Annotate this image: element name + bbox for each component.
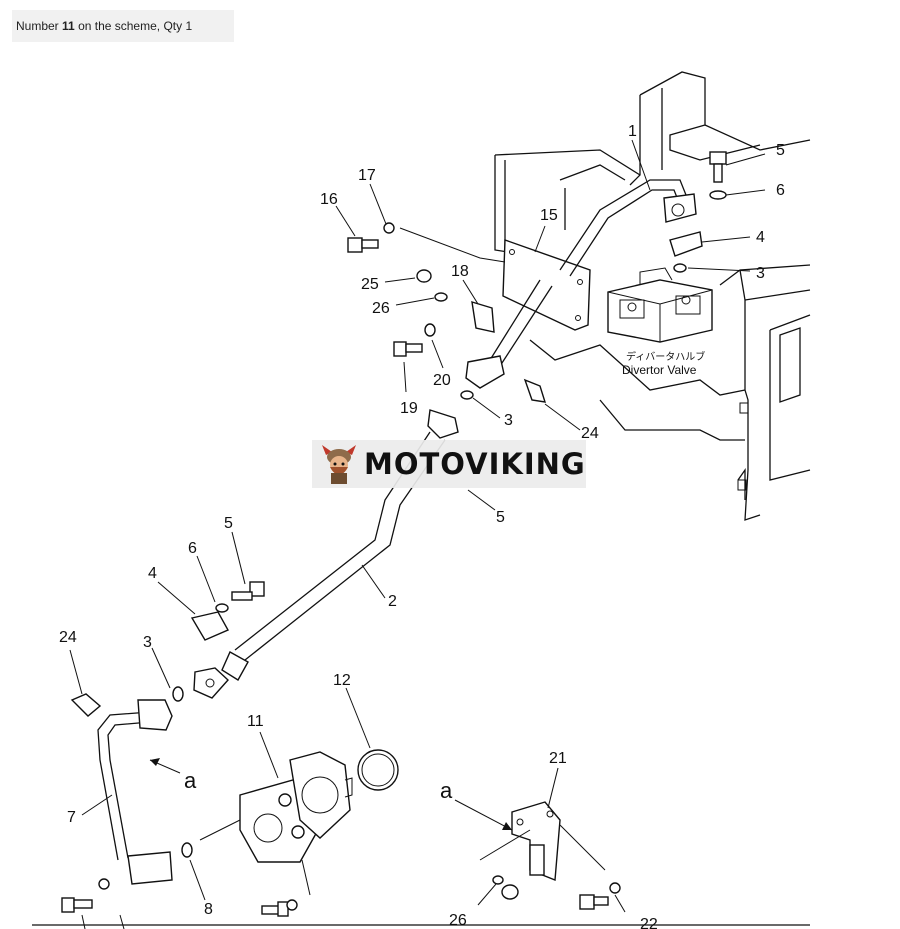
callout-15: 15 bbox=[540, 207, 558, 224]
washer-bottom-left bbox=[98, 878, 110, 890]
caption-suffix: on the scheme, Qty 1 bbox=[78, 19, 193, 33]
callout-1: 1 bbox=[628, 123, 637, 140]
callout-21: 21 bbox=[549, 750, 567, 767]
callout-22: 22 bbox=[640, 916, 658, 929]
bracket-18 bbox=[471, 301, 495, 333]
callout-24-left: 24 bbox=[59, 629, 77, 646]
callout-2: 2 bbox=[388, 593, 397, 610]
bolt-bottom-right bbox=[579, 894, 609, 910]
callout-5-left: 5 bbox=[224, 515, 233, 532]
o-ring-12 bbox=[357, 749, 399, 791]
bolt-19 bbox=[393, 341, 423, 357]
pipe-middle bbox=[465, 279, 553, 389]
caption-prefix: Number bbox=[16, 19, 59, 33]
callout-12: 12 bbox=[333, 672, 351, 689]
frame-outline bbox=[494, 71, 811, 521]
o-ring-8 bbox=[181, 842, 193, 858]
callout-a-left: a bbox=[184, 768, 197, 793]
viking-mascot-icon bbox=[322, 445, 356, 484]
divertor-label-jp: ディバータハルブ bbox=[626, 350, 705, 363]
divertor-label-en: Divertor Valve bbox=[622, 363, 697, 377]
washer-26 bbox=[434, 292, 448, 302]
washer-26-bottom bbox=[492, 875, 504, 885]
bracket-21 bbox=[511, 801, 561, 882]
o-ring-3-mid bbox=[460, 390, 474, 400]
bolt-bottom-mid bbox=[261, 901, 289, 917]
leader-lines bbox=[69, 139, 766, 929]
nut-25 bbox=[416, 269, 432, 283]
divertor-valve bbox=[607, 267, 713, 343]
watermark: MOTOVIKING bbox=[312, 440, 586, 488]
washer-6-left bbox=[215, 603, 229, 613]
pipe-1 bbox=[559, 179, 697, 277]
washer-bottom-mid bbox=[286, 899, 298, 911]
caption-number: 11 bbox=[62, 19, 75, 33]
callout-25: 25 bbox=[361, 276, 379, 293]
arrowhead-a-left bbox=[150, 758, 160, 766]
callout-4-left: 4 bbox=[148, 565, 157, 582]
clamp-4-top bbox=[669, 231, 703, 257]
callout-3-mid: 3 bbox=[504, 412, 513, 429]
nut-bottom bbox=[501, 884, 519, 900]
callout-3-left: 3 bbox=[143, 634, 152, 651]
callout-7: 7 bbox=[67, 809, 76, 826]
callout-26-top: 26 bbox=[372, 300, 390, 317]
callout-4-top: 4 bbox=[756, 229, 765, 246]
washer-17 bbox=[383, 222, 395, 234]
u-clip-24-left bbox=[70, 693, 102, 717]
bolt-5-left bbox=[231, 581, 265, 601]
washer-bottom-right bbox=[609, 882, 621, 894]
callout-8: 8 bbox=[204, 901, 213, 918]
callout-16: 16 bbox=[320, 191, 338, 208]
callout-24-top: 24 bbox=[581, 425, 599, 442]
caption-box: Number 11 on the scheme, Qty 1 bbox=[12, 10, 234, 42]
callout-20: 20 bbox=[433, 372, 451, 389]
pipe-7 bbox=[97, 699, 173, 885]
callout-3-top: 3 bbox=[756, 265, 765, 282]
callout-19: 19 bbox=[400, 400, 418, 417]
bolt-5-top bbox=[709, 151, 727, 183]
arrowhead-a-right bbox=[502, 822, 512, 830]
callout-11: 11 bbox=[247, 713, 264, 730]
callout-17: 17 bbox=[358, 167, 376, 184]
callout-26-bottom: 26 bbox=[449, 912, 467, 929]
hydraulic-pump bbox=[239, 751, 353, 863]
u-clip-24-top bbox=[523, 378, 547, 403]
clamp-4-left bbox=[190, 611, 229, 641]
watermark-brand: MOTOVIKING bbox=[364, 447, 586, 481]
callout-5-top: 5 bbox=[776, 142, 785, 159]
callout-6-top: 6 bbox=[776, 182, 785, 199]
o-ring-3-left bbox=[172, 686, 184, 702]
mounting-plate bbox=[502, 239, 591, 331]
o-ring-3-top bbox=[673, 263, 687, 273]
bolt-bottom-left bbox=[61, 897, 93, 913]
callout-a-right: a bbox=[440, 778, 453, 803]
washer-6-top bbox=[709, 190, 727, 200]
callout-18: 18 bbox=[451, 263, 469, 280]
bolt-16 bbox=[347, 237, 379, 253]
callout-6-left: 6 bbox=[188, 540, 197, 557]
washer-20 bbox=[424, 323, 436, 337]
callout-5-mid: 5 bbox=[496, 509, 505, 526]
